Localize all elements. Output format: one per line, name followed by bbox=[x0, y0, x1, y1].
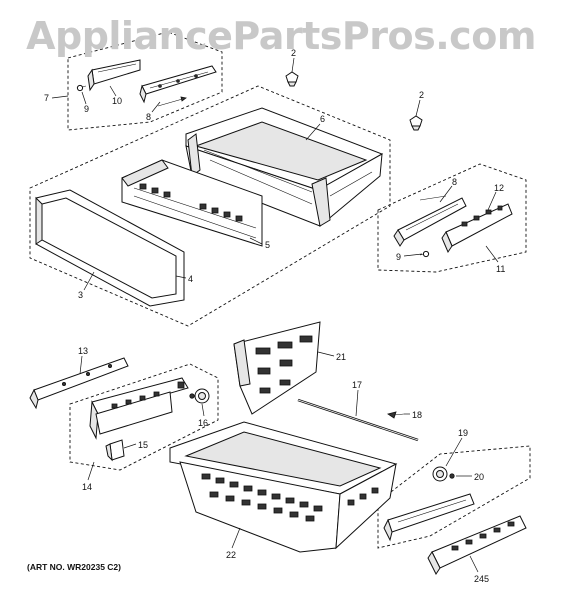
part-20-roller bbox=[432, 466, 455, 482]
part-13-rail-left bbox=[29, 357, 129, 410]
part-5-drawer-front-frame bbox=[121, 159, 263, 247]
callout-9-right: 9 bbox=[396, 252, 401, 262]
part-12-slide-cover bbox=[441, 203, 513, 254]
callout-19: 19 bbox=[458, 428, 468, 438]
part-6-upper-pan bbox=[185, 107, 384, 228]
part-2-clip-b bbox=[409, 115, 423, 131]
callout-18: 18 bbox=[412, 410, 422, 420]
callout-9-upper: 9 bbox=[84, 104, 89, 114]
callout-3: 3 bbox=[78, 290, 83, 300]
part-4-front-panel bbox=[35, 189, 185, 307]
callout-245: 245 bbox=[474, 574, 489, 584]
group-outline-3 bbox=[29, 85, 391, 327]
callout-7: 7 bbox=[44, 93, 49, 103]
callout-13: 13 bbox=[78, 346, 88, 356]
group-outline-11 bbox=[377, 163, 527, 273]
callout-12: 12 bbox=[494, 183, 504, 193]
callout-17: 17 bbox=[352, 380, 362, 390]
watermark-logo: AppliancePartsPros.com bbox=[26, 14, 536, 58]
part-8-slide-rail-right bbox=[393, 195, 467, 247]
part-9-screw-right bbox=[419, 250, 430, 258]
basket-slots bbox=[201, 473, 379, 522]
group-outline-7 bbox=[67, 31, 223, 131]
callout-8-right: 8 bbox=[452, 177, 457, 187]
leader-lines bbox=[51, 57, 499, 573]
callout-15: 15 bbox=[138, 440, 148, 450]
callout-21: 21 bbox=[336, 352, 346, 362]
part-2-clip-a bbox=[285, 71, 299, 87]
part-22-lower-basket bbox=[169, 421, 398, 553]
part-10-cover bbox=[87, 59, 141, 92]
part-17-rod bbox=[297, 398, 419, 442]
callout-16: 16 bbox=[198, 418, 208, 428]
part-16-roller bbox=[189, 388, 210, 404]
callout-8-upper: 8 bbox=[146, 112, 151, 122]
callout-14: 14 bbox=[82, 482, 92, 492]
callout-4: 4 bbox=[188, 274, 193, 284]
callout-6: 6 bbox=[320, 114, 325, 124]
part-19-slide-rail-lower bbox=[383, 493, 475, 542]
callout-10: 10 bbox=[112, 96, 122, 106]
vent-slots-frame bbox=[139, 183, 243, 222]
callout-11: 11 bbox=[496, 264, 505, 274]
group-outline-19 bbox=[377, 445, 531, 549]
part-245-slide-cover-lower bbox=[427, 515, 527, 575]
part-21-basket-divider bbox=[233, 321, 321, 415]
part-15-stopper bbox=[105, 439, 125, 462]
callout-2-a: 2 bbox=[291, 48, 296, 58]
group-outline-14 bbox=[69, 363, 219, 471]
callout-20: 20 bbox=[474, 472, 484, 482]
callout-22: 22 bbox=[226, 550, 236, 560]
callout-2-b: 2 bbox=[419, 90, 424, 100]
callout-5: 5 bbox=[265, 240, 270, 250]
part-9-screw-upper bbox=[76, 84, 87, 92]
part-18-screw bbox=[387, 411, 405, 419]
art-number: (ART NO. WR20235 C2) bbox=[27, 562, 121, 572]
part-14-slide-assembly bbox=[89, 377, 189, 440]
part-8-slide-rail-upper bbox=[139, 65, 217, 107]
callout-labels: 7 9 10 8 2 2 6 5 4 3 8 12 9 11 13 21 17 … bbox=[44, 48, 505, 584]
